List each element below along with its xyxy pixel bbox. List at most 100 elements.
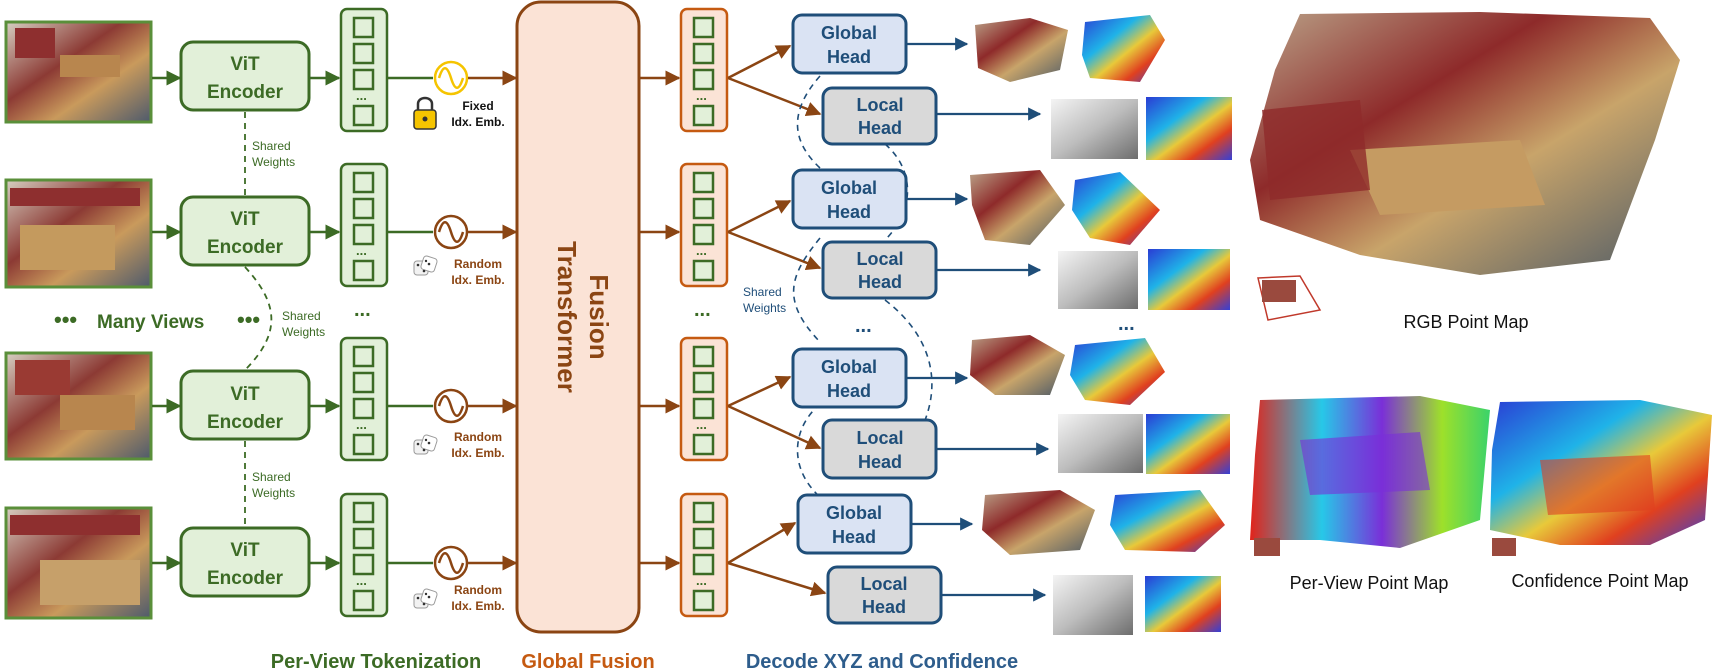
input-view-4 — [4, 506, 153, 620]
svg-text:Weights: Weights — [252, 155, 295, 169]
shared-weights-label-1: Shared Weights — [252, 139, 295, 169]
svg-text:Shared: Shared — [252, 470, 291, 484]
token-to-head-arrows — [727, 44, 827, 597]
svg-text:Encoder: Encoder — [207, 412, 284, 433]
svg-text:Random: Random — [454, 257, 502, 271]
token-ellipsis-1: ... — [356, 88, 367, 103]
local-output-1 — [1051, 97, 1232, 160]
input-view-1 — [4, 20, 153, 124]
local-output-3 — [1058, 414, 1230, 474]
svg-text:Transformer: Transformer — [552, 241, 582, 393]
input-view-3 — [4, 351, 153, 461]
vit-encoder-3: ViT Encoder — [179, 369, 311, 441]
per-view-point-map-caption: Per-View Point Map — [1290, 573, 1449, 593]
per-view-point-map — [1250, 396, 1490, 556]
svg-text:Shared: Shared — [252, 139, 291, 153]
vit-encoder-1: ViT Encoder — [179, 40, 311, 112]
svg-text:Head: Head — [827, 381, 871, 401]
svg-text:•••: ••• — [54, 307, 77, 332]
head-shared-weights-label: Shared Weights — [743, 285, 786, 315]
token-column-4 — [339, 492, 389, 618]
fusion-to-output-arrows — [640, 70, 681, 571]
global-head-3: Global Head — [791, 347, 908, 409]
output-token-column-3 — [679, 336, 729, 462]
svg-text:ViT: ViT — [230, 209, 260, 230]
section-label-decode: Decode XYZ and Confidence — [746, 651, 1018, 669]
output-token-ellipsis-2: ... — [696, 243, 707, 258]
global-output-4 — [982, 490, 1225, 555]
svg-text:Head: Head — [832, 527, 876, 547]
svg-text:Weights: Weights — [743, 301, 786, 315]
local-output-2 — [1058, 249, 1230, 310]
svg-text:Global: Global — [821, 357, 877, 377]
dice-icon-3 — [413, 587, 439, 609]
global-head-2: Global Head — [791, 168, 908, 230]
svg-text:Encoder: Encoder — [207, 82, 284, 103]
dice-icon-1 — [413, 254, 439, 276]
output-token-column-1 — [679, 7, 729, 133]
svg-text:Idx. Emb.: Idx. Emb. — [451, 446, 504, 460]
svg-text:Local: Local — [856, 428, 903, 448]
vit-encoder-4: ViT Encoder — [179, 526, 311, 598]
global-output-3 — [970, 335, 1165, 405]
random-embedding-label-3: Random Idx. Emb. — [451, 583, 504, 613]
shared-weights-label-2: Shared Weights — [282, 309, 325, 339]
fixed-embedding-label: Fixed Idx. Emb. — [451, 99, 504, 129]
svg-text:Fixed: Fixed — [462, 99, 493, 113]
confidence-point-map-caption: Confidence Point Map — [1511, 571, 1688, 591]
svg-text:Many Views: Many Views — [97, 312, 204, 333]
outputs-dots: ... — [1118, 313, 1135, 335]
shared-weights-label-3: Shared Weights — [252, 470, 295, 500]
random-embedding-label-1: Random Idx. Emb. — [451, 257, 504, 287]
head-to-output-arrows — [907, 37, 1050, 602]
random-embedding-icon-2 — [433, 388, 469, 424]
svg-text:Head: Head — [862, 597, 906, 617]
rgb-point-map — [1250, 12, 1680, 321]
svg-text:Random: Random — [454, 583, 502, 597]
svg-text:Local: Local — [860, 574, 907, 594]
token-column-3 — [339, 336, 389, 462]
shared-weights-connectors — [244, 112, 273, 527]
global-head-4: Global Head — [796, 493, 913, 555]
svg-text:Idx. Emb.: Idx. Emb. — [451, 115, 504, 129]
output-token-ellipsis-4: ... — [696, 573, 707, 588]
section-label-fusion: Global Fusion — [521, 651, 654, 669]
global-head-1: Global Head — [791, 13, 908, 75]
global-output-2 — [970, 170, 1160, 245]
input-view-2 — [4, 178, 153, 289]
confidence-point-map — [1490, 400, 1712, 556]
section-label-tokenization: Per-View Tokenization — [271, 651, 481, 669]
random-embedding-icon-1 — [433, 214, 469, 250]
local-head-3: Local Head — [821, 418, 938, 480]
svg-text:Head: Head — [827, 202, 871, 222]
token-column-dots: ... — [354, 299, 371, 321]
output-token-ellipsis-3: ... — [696, 417, 707, 432]
view-to-encoder-arrows — [152, 70, 182, 571]
svg-text:Head: Head — [858, 272, 902, 292]
lock-icon — [413, 96, 437, 130]
vit-encoder-2: ViT Encoder — [179, 195, 311, 267]
svg-text:Global: Global — [821, 23, 877, 43]
svg-text:Encoder: Encoder — [207, 568, 284, 589]
local-head-2: Local Head — [821, 240, 938, 300]
heads-dots: ... — [855, 315, 872, 337]
svg-text:ViT: ViT — [230, 540, 260, 561]
embedding-to-fusion-arrows — [468, 70, 518, 571]
svg-text:Shared: Shared — [743, 285, 782, 299]
svg-text:Head: Head — [827, 47, 871, 67]
svg-text:Local: Local — [856, 249, 903, 269]
svg-text:Head: Head — [858, 452, 902, 472]
svg-text:Weights: Weights — [282, 325, 325, 339]
fixed-embedding-icon — [433, 60, 469, 96]
svg-text:Head: Head — [858, 118, 902, 138]
random-embedding-label-2: Random Idx. Emb. — [451, 430, 504, 460]
dice-icon-2 — [413, 433, 439, 455]
svg-text:Global: Global — [826, 503, 882, 523]
svg-text:Fusion: Fusion — [584, 274, 614, 359]
random-embedding-icon-3 — [433, 545, 469, 581]
output-token-ellipsis-1: ... — [696, 88, 707, 103]
local-output-4 — [1053, 575, 1221, 635]
token-ellipsis-3: ... — [356, 417, 367, 432]
output-token-column-4 — [679, 492, 729, 618]
many-views-label: ••• Many Views ••• — [54, 307, 260, 333]
